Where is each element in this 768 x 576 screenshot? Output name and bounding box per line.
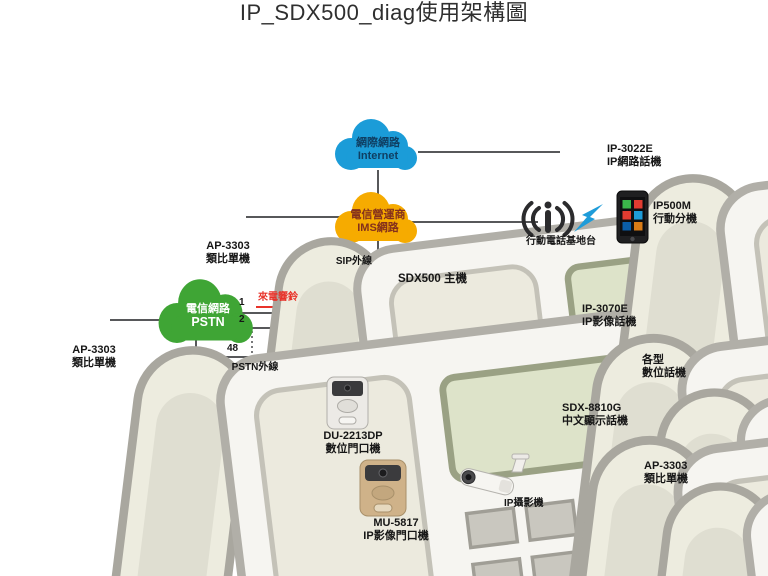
model: IP-3022E	[607, 143, 653, 155]
desc: 行動分機	[653, 213, 697, 225]
model: AP-3303	[644, 460, 688, 472]
model: AP-3303	[72, 344, 116, 356]
label-sdx8810g: SDX-8810G 中文顯示話機	[562, 402, 628, 428]
sip-trunk-label: SIP外線	[335, 256, 372, 267]
model: MU-5817	[373, 517, 419, 529]
internet-cloud-sub: Internet	[357, 150, 399, 162]
model: AP-3303	[206, 240, 250, 252]
desc: 數位門口機	[325, 443, 381, 455]
model: SDX-8810G	[562, 402, 622, 414]
model: DU-2213DP	[323, 430, 383, 442]
model: IP500M	[653, 200, 691, 212]
model: 各型	[642, 354, 664, 366]
label-du2213dp: DU-2213DP 數位門口機	[312, 430, 394, 456]
desc: IP網路話機	[607, 156, 662, 168]
base-station-label: 行動電話基地台	[526, 236, 596, 247]
trunk-48-label: 48	[227, 343, 239, 354]
desc: IP影像話機	[582, 316, 637, 328]
desc: IP影像門口機	[363, 530, 429, 542]
main-unit-label: SDX500 主機	[398, 273, 468, 285]
door-phone-mu5817	[359, 459, 407, 517]
pstn-cloud-name: 電信網路	[186, 303, 230, 315]
label-digital-phone: 各型 數位話機	[642, 354, 686, 380]
label-ap3303-top: AP-3303 類比單機	[190, 240, 266, 266]
trunk-2-label: 2	[239, 314, 245, 325]
label-ap3303-right: AP-3303 類比單機	[644, 460, 688, 486]
pstn-cloud-label: 電信網路 PSTN	[168, 303, 248, 329]
ims-cloud-name: 電信營運商	[350, 209, 406, 221]
ims-cloud-sub: IMS網路	[357, 222, 399, 234]
door-phone-du2213dp	[326, 376, 369, 430]
desc: 類比單機	[644, 473, 688, 485]
label-ip500m: IP500M 行動分機	[653, 200, 697, 226]
desc: 類比單機	[206, 253, 250, 265]
desc: 類比單機	[72, 357, 116, 369]
label-ip3022e: IP-3022E IP網路話機	[607, 143, 661, 169]
ip-camera-label: IP攝影機	[504, 498, 544, 509]
ip-camera-device	[459, 453, 530, 496]
model: IP-3070E	[582, 303, 628, 315]
incoming-ring-label: 來電響鈴	[258, 292, 298, 303]
ims-cloud-label: 電信營運商 IMS網路	[336, 209, 420, 235]
pstn-trunk-label: PSTN外線	[231, 362, 279, 373]
wireless-bolt-icon	[574, 204, 603, 232]
desc: 中文顯示話機	[562, 415, 628, 427]
smartphone-ip500m	[616, 190, 649, 244]
internet-cloud-label: 網際網路 Internet	[338, 137, 418, 163]
pstn-cloud-sub: PSTN	[191, 315, 225, 329]
page-title: IP_SDX500_diag使用架構圖	[239, 0, 529, 25]
desc: 數位話機	[642, 367, 686, 379]
label-ip3070e: IP-3070E IP影像話機	[582, 303, 636, 329]
label-mu5817: MU-5817 IP影像門口機	[346, 517, 446, 543]
label-ap3303-left: AP-3303 類比單機	[56, 344, 132, 370]
internet-cloud-name: 網際網路	[356, 137, 400, 149]
trunk-1-label: 1	[239, 297, 245, 308]
cell-base-station-icon	[521, 201, 575, 237]
